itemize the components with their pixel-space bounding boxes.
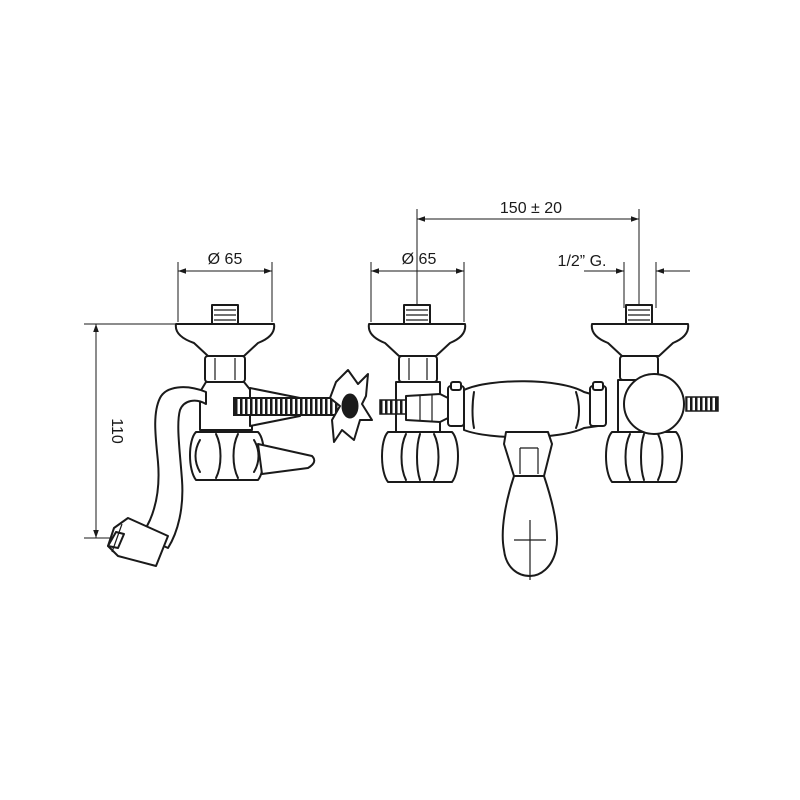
spout: [141, 386, 207, 549]
dimension-spacing: 150 ± 20: [416, 200, 640, 322]
spacing-label: 150 ± 20: [500, 200, 562, 217]
left-diameter-label: Ø 65: [208, 251, 243, 268]
middle-diameter-label: Ø 65: [402, 251, 437, 268]
front-right-wall-flange: [590, 323, 690, 357]
front-right-handle-knob: [605, 431, 683, 483]
mixer-lever-neck: [503, 431, 553, 477]
left-coupling-cap: [450, 381, 462, 391]
left-wall-flange: [174, 323, 276, 357]
dimension-height: 110: [84, 323, 180, 539]
dimension-thread: 1/2” G.: [558, 253, 690, 308]
front-left-wall-flange: [367, 323, 467, 357]
mixer-body: [463, 380, 599, 439]
thread-label: 1/2” G.: [558, 253, 607, 270]
diverter-cartridge: [405, 393, 449, 423]
dimension-middle-diameter: Ø 65: [370, 251, 465, 322]
front-left-hex-nut: [398, 355, 438, 383]
mixer-ball: [623, 373, 685, 435]
front-left-hose-thread: [379, 399, 407, 415]
side-lever: [257, 443, 316, 475]
front-view: 150 ± 20 Ø 65 1/2” G.: [367, 200, 719, 580]
right-coupling-nut: [589, 385, 607, 427]
height-label: 110: [108, 418, 125, 444]
left-hex-nut: [204, 355, 246, 383]
left-coupling-nut: [447, 385, 465, 427]
side-view: Ø 65 110: [84, 251, 373, 567]
right-coupling-cap: [592, 381, 604, 391]
front-left-handle-knob: [381, 431, 459, 483]
front-right-hose-thread: [685, 396, 719, 412]
side-hose: [233, 397, 347, 416]
dimension-left-diameter: Ø 65: [177, 251, 273, 322]
left-handle-knob: [189, 431, 265, 481]
